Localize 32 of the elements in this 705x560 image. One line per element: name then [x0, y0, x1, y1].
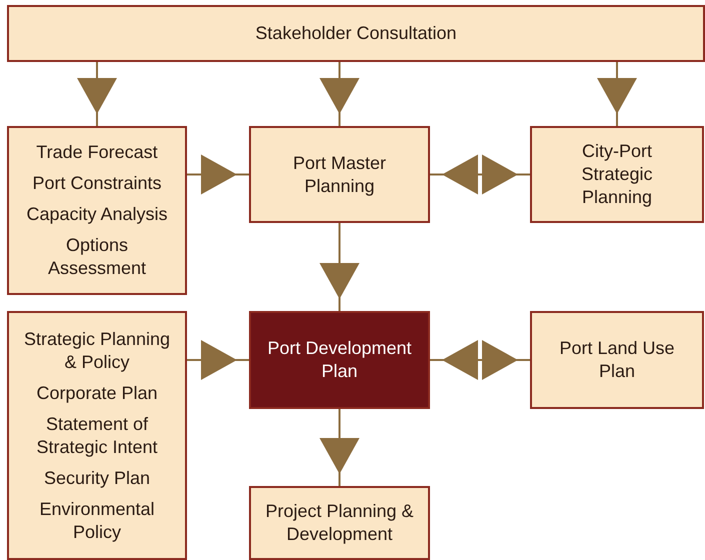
arrow	[320, 62, 360, 126]
highlighted-box	[249, 311, 430, 409]
box-text: Port Land Use Plan	[558, 337, 676, 383]
box-text: Port Constraints	[32, 172, 162, 195]
box-text: Capacity Analysis	[26, 203, 168, 226]
box-text: Trade Forecast	[36, 141, 158, 164]
box-text: Project Planning & Development	[264, 500, 415, 546]
box-text: Options Assessment	[46, 234, 148, 280]
process-box	[249, 126, 430, 223]
box-text: Port Development Plan	[266, 337, 413, 383]
arrow	[77, 62, 117, 126]
box-text: Statement of Strategic Intent	[35, 412, 159, 458]
box-text: Stakeholder Consultation	[255, 22, 457, 45]
box-text: Corporate Plan	[36, 382, 158, 404]
box-text: Port Master Planning	[292, 152, 388, 198]
arrow	[187, 154, 249, 194]
process-box	[530, 311, 704, 409]
box-text: Security Plan	[44, 466, 150, 490]
process-box	[249, 486, 430, 560]
arrow	[320, 409, 360, 486]
arrow	[320, 223, 360, 311]
process-box	[7, 126, 187, 295]
box-text: Strategic Planning & Policy	[22, 328, 172, 374]
arrow	[430, 340, 530, 380]
arrow	[430, 154, 530, 194]
process-box	[7, 5, 705, 62]
process-box	[530, 126, 704, 223]
process-box	[7, 311, 187, 560]
arrow	[187, 340, 249, 380]
arrow	[597, 62, 637, 126]
box-text: Environmental Policy	[38, 498, 156, 544]
box-text: City-Port Strategic Planning	[580, 140, 654, 209]
